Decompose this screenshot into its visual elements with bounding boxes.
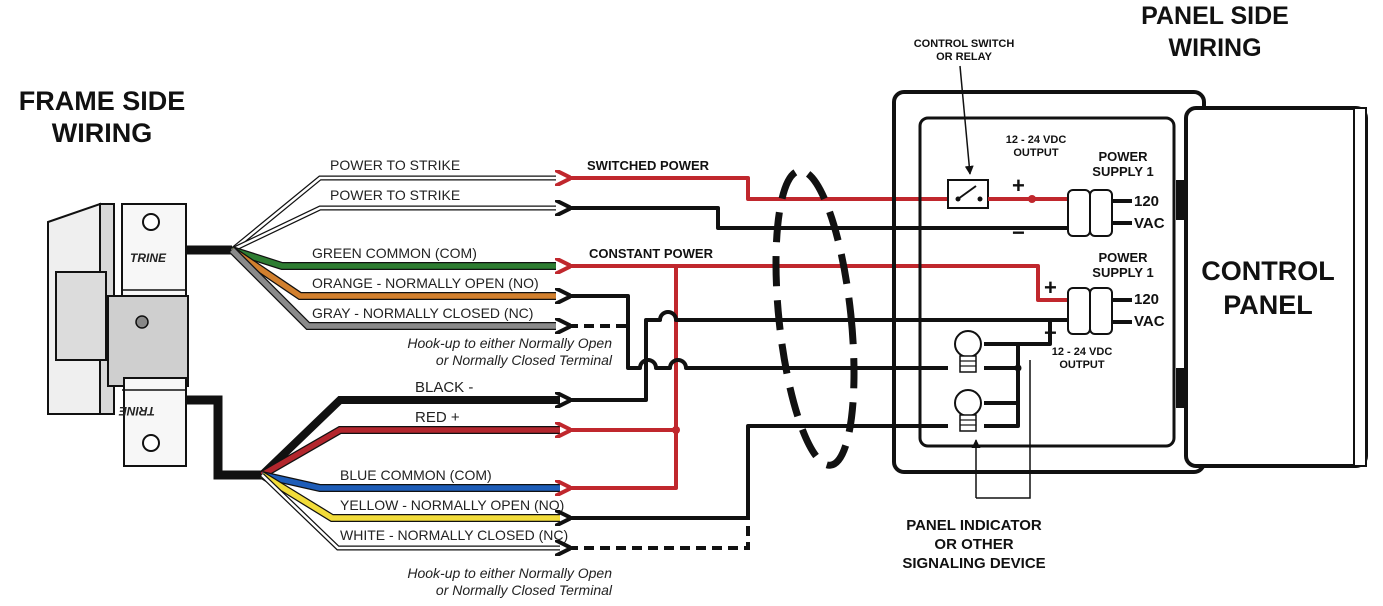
wire-white-nc-dashed <box>568 518 750 548</box>
wire-blue-common <box>261 471 560 492</box>
wire-bulb-common <box>984 342 1020 428</box>
hookup-note-bottom-line1: Hook-up to either Normally Open <box>407 565 612 581</box>
supply2-label-line2: SUPPLY 1 <box>1092 265 1153 280</box>
panel-side-title-line2: WIRING <box>1168 34 1261 62</box>
wire-orange-no <box>229 246 556 300</box>
wire-switched-power <box>568 178 960 201</box>
wire-label-white-nc: WHITE - NORMALLY CLOSED (NC) <box>340 527 568 543</box>
wire-label-orange-no: ORANGE - NORMALLY OPEN (NO) <box>312 275 539 291</box>
supply1-label-line1: POWER <box>1098 149 1148 164</box>
supply1-v1: 120 <box>1134 193 1159 210</box>
supply2-v1: 120 <box>1134 291 1159 308</box>
supply2-plus: + <box>1044 275 1057 300</box>
wire-white-nc <box>260 473 560 551</box>
panel-side-title-line1: PANEL SIDE <box>1141 2 1289 30</box>
wire-label-power-strike-1: POWER TO STRIKE <box>330 157 460 173</box>
switched-power-label: SWITCHED POWER <box>587 158 710 173</box>
wire-green-common <box>230 246 556 270</box>
power-supply-1-transformer <box>1067 189 1132 237</box>
wire-door-status-to-indicator-1 <box>568 296 948 370</box>
panel-backplate <box>918 116 1176 448</box>
control-panel-label-line2: PANEL <box>1223 290 1313 320</box>
supply1-plus: + <box>1012 173 1025 198</box>
field-break-ellipse <box>772 167 858 469</box>
indicator-bulb-1-icon <box>954 330 982 373</box>
wire-constant-power-blue-com <box>568 430 678 488</box>
wire-label-green-common: GREEN COMMON (COM) <box>312 245 477 261</box>
indicator-label-line2: OR OTHER <box>934 536 1013 553</box>
electric-strike-drawing <box>47 202 189 467</box>
wire-label-gray-nc: GRAY - NORMALLY CLOSED (NC) <box>312 305 533 321</box>
control-switch-symbol <box>947 179 989 209</box>
supply2-v2: VAC <box>1134 313 1165 330</box>
wire-label-blue-common: BLUE COMMON (COM) <box>340 467 492 483</box>
hookup-note-top-line2: or Normally Closed Terminal <box>436 352 613 368</box>
wire-black-minus-to-supply <box>568 310 1068 400</box>
frame-side-title-line2: WIRING <box>52 118 153 148</box>
wire-strike-return <box>568 208 1068 230</box>
output-top-line2: OUTPUT <box>1013 147 1059 159</box>
strike-brand-top: TRINE <box>130 251 167 265</box>
wire-power-strike-2 <box>230 205 556 253</box>
wire-label-black-minus: BLACK - <box>415 379 473 396</box>
hookup-note-top-line1: Hook-up to either Normally Open <box>407 335 612 351</box>
wire-gray-nc <box>229 247 556 330</box>
control-switch-label-line2: OR RELAY <box>936 51 992 63</box>
wire-red-plus <box>260 426 560 479</box>
control-panel-box <box>1184 106 1368 468</box>
indicator-label-line1: PANEL INDICATOR <box>906 517 1042 534</box>
hookup-note-bottom-line2: or Normally Closed Terminal <box>436 582 613 598</box>
power-supply-2-transformer <box>1067 287 1132 335</box>
wire-label-power-strike-2: POWER TO STRIKE <box>330 187 460 203</box>
wire-constant-power <box>568 266 1068 302</box>
output-bottom-line1: 12 - 24 VDC <box>1052 346 1113 358</box>
supply1-minus: − <box>1012 220 1025 245</box>
wire-black-minus <box>259 396 560 478</box>
wire-power-strike-1 <box>230 175 556 252</box>
supply1-label-line2: SUPPLY 1 <box>1092 164 1153 179</box>
supply2-label-line1: POWER <box>1098 250 1148 265</box>
junction-red <box>672 426 680 434</box>
strike-brand-bottom: TRINE <box>118 404 155 418</box>
wire-yellow-no <box>259 471 560 522</box>
constant-power-label: CONSTANT POWER <box>589 246 714 261</box>
control-panel-label-line1: CONTROL <box>1201 256 1334 286</box>
output-bottom-line2: OUTPUT <box>1059 359 1105 371</box>
supply1-v2: VAC <box>1134 215 1165 232</box>
strike-cable-bottom <box>186 395 262 480</box>
wire-label-yellow-no: YELLOW - NORMALLY OPEN (NO) <box>340 497 564 513</box>
indicator-bulb-2-icon <box>954 389 982 432</box>
indicator-label-line3: SIGNALING DEVICE <box>902 555 1045 572</box>
wire-label-red-plus: RED + <box>415 409 460 426</box>
wire-latch-status-to-indicator-2 <box>568 424 948 518</box>
frame-side-title-line1: FRAME SIDE <box>19 86 186 116</box>
control-switch-label-line1: CONTROL SWITCH <box>914 38 1015 50</box>
output-top-line1: 12 - 24 VDC <box>1006 134 1067 146</box>
